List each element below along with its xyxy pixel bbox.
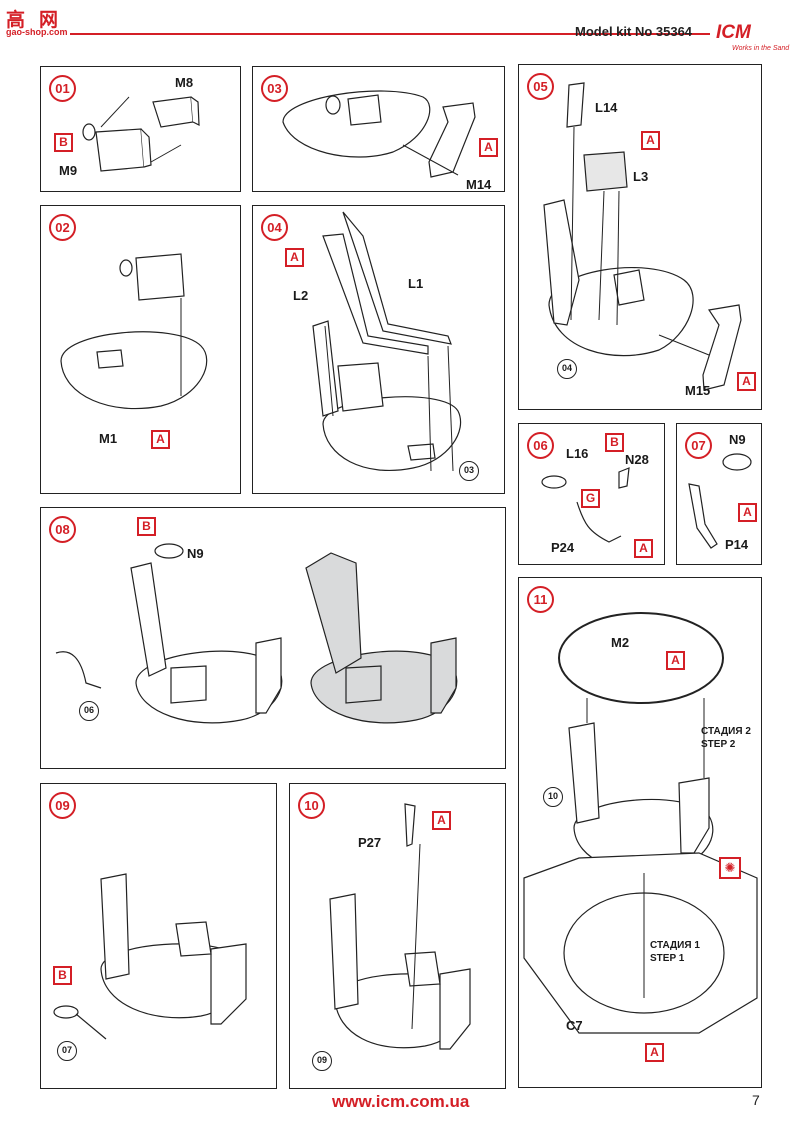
brand-tagline: Works in the Sand xyxy=(732,45,790,52)
step-panel-04: 04 L1 L2 A 03 xyxy=(252,205,505,494)
step-number-03: 03 xyxy=(261,75,288,102)
part-label-l1: L1 xyxy=(408,276,424,291)
sprue-tag-a-1: A xyxy=(666,651,685,670)
part-label-m9: M9 xyxy=(59,163,78,178)
step-panel-03: 03 M14 A xyxy=(252,66,505,192)
sprue-tag-a: A xyxy=(285,248,304,267)
step-05-drawing xyxy=(543,82,742,391)
part-label-l16: L16 xyxy=(566,446,589,461)
glue-warning-icon: ✺ xyxy=(719,857,741,879)
sprue-tag-b: B xyxy=(605,433,624,452)
site-logo: 高网 xyxy=(6,10,59,31)
step-panel-11: 11 M2 C7 A A СТАДИЯ 2 STEP 2 СТАДИЯ 1 ST… xyxy=(518,577,762,1088)
step-03-drawing xyxy=(282,90,476,178)
part-label-m8: M8 xyxy=(175,75,194,90)
sprue-tag-b: B xyxy=(54,133,73,152)
reference-step-09: 09 xyxy=(312,1051,332,1071)
step-number-10: 10 xyxy=(298,792,325,819)
step-panel-08: 08 N9 B 06 xyxy=(40,507,506,769)
step-panel-02: 02 M1 A xyxy=(40,205,241,494)
part-label-m2: M2 xyxy=(611,635,630,650)
part-label-l3: L3 xyxy=(633,169,649,184)
reference-step-04: 04 xyxy=(557,359,577,379)
stage-2-en: STEP 2 xyxy=(701,739,736,750)
part-label-c7: C7 xyxy=(566,1018,583,1033)
stage-2-ru: СТАДИЯ 2 xyxy=(701,726,751,737)
sprue-tag-a-1: A xyxy=(641,131,660,150)
part-label-p27: P27 xyxy=(358,835,382,850)
sprue-tag-a: A xyxy=(634,539,653,558)
step-number-09: 09 xyxy=(49,792,76,819)
sprue-tag-g: G xyxy=(581,489,600,508)
site-url: gao-shop.com xyxy=(6,27,68,37)
step-06-drawing xyxy=(541,467,630,543)
sprue-tag-a: A xyxy=(151,430,170,449)
sprue-tag-b: B xyxy=(137,517,156,536)
step-panel-05: 05 L14 L3 M15 A A 04 xyxy=(518,64,762,410)
step-01-drawing xyxy=(82,96,200,172)
part-label-p14: P14 xyxy=(725,537,749,552)
footer-website[interactable]: www.icm.com.ua xyxy=(332,1092,470,1111)
sprue-tag-b: B xyxy=(53,966,72,985)
step-02-drawing xyxy=(60,253,208,410)
part-label-p24: P24 xyxy=(551,540,575,555)
step-panel-10: 10 P27 A 09 xyxy=(289,783,506,1089)
model-kit-number: Model kit No 35364 xyxy=(575,24,693,39)
step-04-drawing xyxy=(312,211,462,472)
step-number-11: 11 xyxy=(527,586,554,613)
reference-step-06: 06 xyxy=(79,701,99,721)
reference-step-07: 07 xyxy=(57,1041,77,1061)
step-number-05: 05 xyxy=(527,73,554,100)
step-panel-01: 01 M8 M9 B xyxy=(40,66,241,192)
sprue-tag-a-2: A xyxy=(645,1043,664,1062)
part-label-m1: M1 xyxy=(99,431,118,446)
step-11-drawing xyxy=(523,612,758,1034)
part-label-m15: M15 xyxy=(685,383,711,398)
step-panel-06: 06 L16 N28 P24 B G A xyxy=(518,423,665,565)
sprue-tag-a-2: A xyxy=(737,372,756,391)
sprue-tag-a: A xyxy=(479,138,498,157)
step-number-04: 04 xyxy=(261,214,288,241)
header-rule xyxy=(70,33,710,35)
reference-step-03: 03 xyxy=(459,461,479,481)
part-label-m14: M14 xyxy=(466,177,492,192)
step-07-drawing xyxy=(688,453,752,549)
reference-step-10: 10 xyxy=(543,787,563,807)
brand-logo: ICM xyxy=(716,22,751,43)
part-label-n9: N9 xyxy=(187,546,204,561)
step-number-08: 08 xyxy=(49,516,76,543)
sprue-tag-a: A xyxy=(738,503,757,522)
stage-1-ru: СТАДИЯ 1 xyxy=(650,940,700,951)
step-number-02: 02 xyxy=(49,214,76,241)
step-panel-09: 09 B 07 xyxy=(40,783,277,1089)
step-number-01: 01 xyxy=(49,75,76,102)
step-08-drawing xyxy=(55,543,458,724)
sprue-tag-a: A xyxy=(432,811,451,830)
part-label-l14: L14 xyxy=(595,100,618,115)
step-number-06: 06 xyxy=(527,432,554,459)
step-09-drawing xyxy=(53,873,247,1040)
page-number: 7 xyxy=(752,1092,760,1108)
step-number-07: 07 xyxy=(685,432,712,459)
part-label-n9: N9 xyxy=(729,432,746,447)
step-10-drawing xyxy=(329,803,471,1050)
step-panel-07: 07 N9 P14 A xyxy=(676,423,762,565)
part-label-n28: N28 xyxy=(625,452,649,467)
part-label-l2: L2 xyxy=(293,288,309,303)
stage-1-en: STEP 1 xyxy=(650,953,685,964)
